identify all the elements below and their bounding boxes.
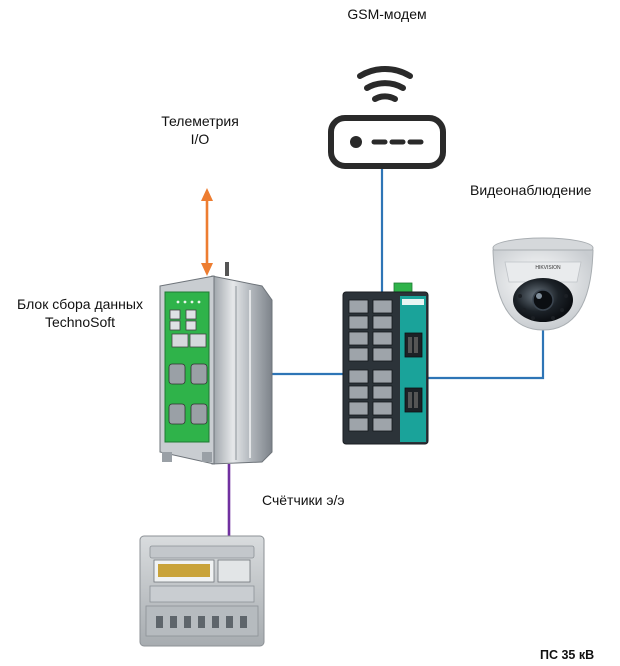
svg-text:HIKVISION: HIKVISION (535, 265, 561, 271)
telemetry-label-line1: Телеметрия (161, 113, 239, 129)
data-unit-label: Блок сбора данных TechnoSoft (0, 295, 160, 331)
data-unit-label-line2: TechnoSoft (44, 314, 116, 330)
link-telemetry-dataunit (201, 188, 213, 276)
telemetry-label: Телеметрия I/O (138, 112, 262, 148)
data-unit-label-line1: Блок сбора данных (17, 296, 143, 312)
telemetry-label-line2: I/O (190, 131, 210, 147)
connection-lines (201, 166, 545, 540)
electricity-meter-icon (139, 535, 265, 647)
meters-label: Счётчики э/э (262, 492, 345, 508)
gsm-modem-label: GSM-модем (347, 6, 427, 22)
substation-label: ПС 35 кВ (540, 648, 595, 662)
video-label: Видеонаблюдение (470, 182, 592, 198)
ethernet-switch-icon (342, 282, 429, 445)
link-switch-camera (428, 318, 545, 380)
industrial-pc-icon (159, 262, 273, 465)
wifi-router-icon (328, 65, 446, 169)
dome-camera-icon: HIKVISION (492, 237, 594, 331)
